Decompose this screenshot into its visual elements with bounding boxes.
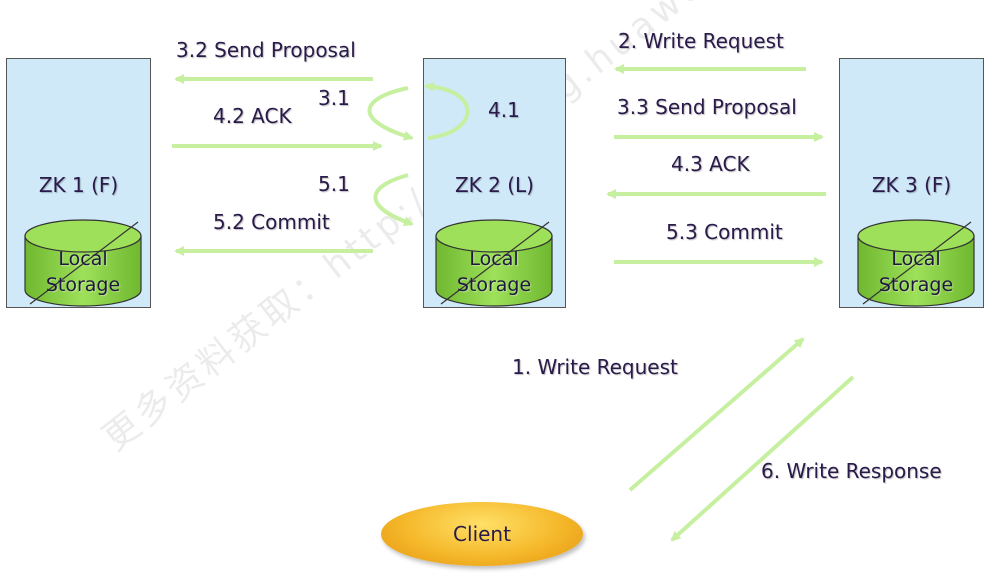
label-6-write-response: 6. Write Response: [761, 459, 942, 483]
label-5-3-commit: 5.3 Commit: [666, 220, 783, 244]
label-4-2-ack: 4.2 ACK: [213, 104, 292, 128]
zk2-storage-label: Local Storage: [436, 246, 552, 298]
arrow-5-1-self-loop: [373, 173, 414, 227]
zk2-storage-line1: Local: [469, 248, 519, 270]
label-1-write-request: 1. Write Request: [512, 355, 678, 379]
label-4-3-ack: 4.3 ACK: [671, 152, 750, 176]
zk2-storage-cylinder: [435, 219, 553, 307]
label-4-1: 4.1: [488, 98, 520, 122]
arrow-4-1-self-loop: [424, 81, 470, 140]
zk3-label: ZK 3 (F): [871, 173, 952, 197]
label-5-1: 5.1: [318, 172, 350, 196]
zk3-storage-cylinder: [857, 219, 975, 307]
arrow-1-write-request: [628, 337, 805, 492]
label-3-2-send-proposal: 3.2 Send Proposal: [176, 38, 356, 62]
label-2-write-request: 2. Write Request: [618, 29, 784, 53]
zk1-storage-label: Local Storage: [25, 246, 141, 298]
arrow-3-1-self-loop: [367, 86, 414, 141]
label-5-2-commit: 5.2 Commit: [213, 210, 330, 234]
label-3-1: 3.1: [318, 86, 350, 110]
zk1-storage-line1: Local: [58, 248, 108, 270]
zk3-storage-line2: Storage: [878, 274, 954, 296]
client-label: Client: [453, 522, 511, 546]
zk1-storage-line2: Storage: [45, 274, 121, 296]
zk2-storage-line2: Storage: [456, 274, 532, 296]
zk2-label: ZK 2 (L): [454, 173, 534, 197]
zk1-storage-cylinder: [24, 219, 142, 307]
zk3-storage-line1: Local: [891, 248, 941, 270]
client-node: Client: [381, 502, 583, 566]
arrow-6-write-response: [670, 375, 855, 542]
zk1-label: ZK 1 (F): [38, 173, 119, 197]
zk3-storage-label: Local Storage: [858, 246, 974, 298]
label-3-3-send-proposal: 3.3 Send Proposal: [617, 95, 797, 119]
